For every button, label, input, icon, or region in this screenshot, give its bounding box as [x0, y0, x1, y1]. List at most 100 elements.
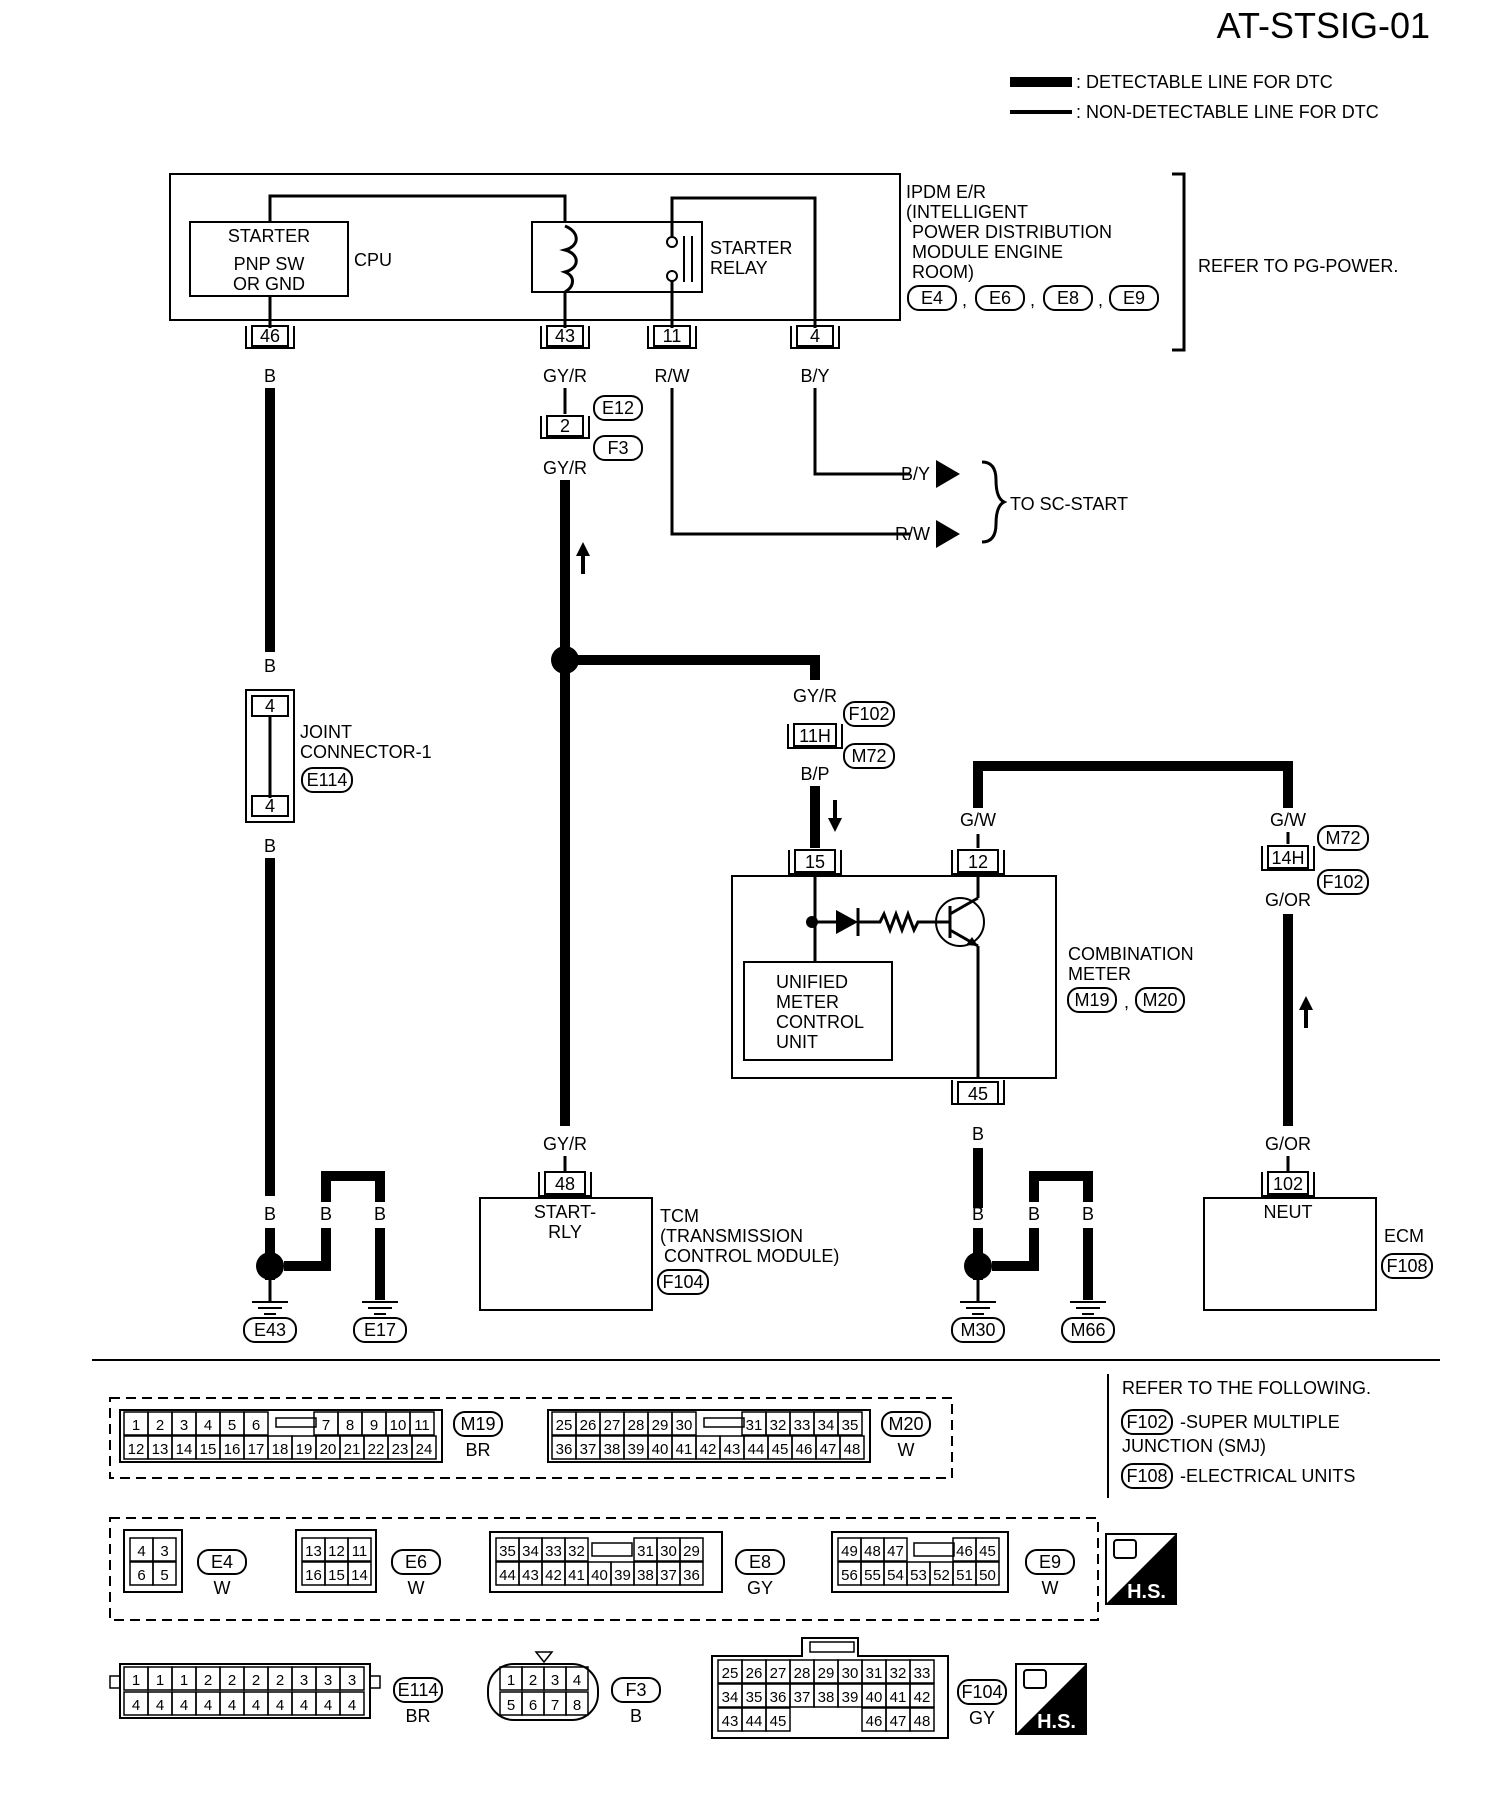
- e4-pin: 3: [160, 1543, 168, 1560]
- f104-pin: 40: [866, 1689, 883, 1706]
- svg-text:M72: M72: [1325, 828, 1360, 848]
- wire-11-color: R/W: [655, 366, 690, 386]
- m19-pin: 17: [248, 1441, 265, 1458]
- meter-connectors: M19 , M20: [1067, 987, 1185, 1013]
- m19-pin: 18: [272, 1441, 289, 1458]
- f104-pin: 37: [794, 1689, 811, 1706]
- connector-id: F3: [625, 1680, 646, 1700]
- tcm-pin-48: 48: [538, 1171, 592, 1197]
- svg-text:F102: F102: [1322, 872, 1363, 892]
- starter-line3: OR GND: [233, 274, 305, 294]
- left-ground-splice: [256, 1252, 284, 1280]
- e9-pin: 49: [841, 1543, 858, 1560]
- e9-pin: 55: [864, 1567, 881, 1584]
- f3-pin: 6: [529, 1697, 537, 1714]
- m19-pin: 11: [414, 1417, 430, 1434]
- f3-pin: 2: [529, 1672, 537, 1689]
- svg-text:46: 46: [260, 326, 280, 346]
- unified-meter-box: [743, 961, 893, 1061]
- m19-pin: 5: [228, 1417, 236, 1434]
- combination-line1: COMBINATION: [1068, 944, 1194, 964]
- wire-43-color: GY/R: [543, 366, 587, 386]
- svg-text:M20: M20: [1142, 990, 1177, 1010]
- refer-bracket: [1172, 172, 1186, 352]
- m19-pin: 10: [390, 1417, 407, 1434]
- unified-line4: UNIT: [776, 1032, 818, 1052]
- gyr-below-e12: GY/R: [543, 458, 587, 478]
- m20-pin: 48: [844, 1441, 861, 1458]
- connector-id: F104: [961, 1682, 1002, 1702]
- m19-pin: 19: [296, 1441, 313, 1458]
- m19-pin: 1: [132, 1417, 140, 1434]
- e43-connector: E43: [243, 1317, 297, 1343]
- e8-pin: 34: [522, 1543, 539, 1560]
- svg-text:43: 43: [555, 326, 575, 346]
- f104-pin: 29: [818, 1665, 835, 1682]
- e8-pin: 42: [545, 1567, 562, 1584]
- m19-pin: 15: [200, 1441, 217, 1458]
- m19-pin: 22: [368, 1441, 385, 1458]
- f104-pin: 45: [770, 1713, 787, 1730]
- e114-pin: 4: [228, 1697, 236, 1714]
- e114-pin: 4: [132, 1697, 140, 1714]
- ipdm-name-1: IPDM E/R: [906, 182, 986, 202]
- m30-connector: M30: [951, 1317, 1005, 1343]
- joint-b-top: B: [264, 656, 276, 676]
- connector-id: E9: [1039, 1552, 1061, 1572]
- m19-pin: 13: [152, 1441, 169, 1458]
- legend-nondetectable: : NON-DETECTABLE LINE FOR DTC: [1076, 102, 1379, 122]
- e17-connector: E17: [353, 1317, 407, 1343]
- e114-pin: 3: [324, 1672, 332, 1689]
- connector-color: BR: [465, 1440, 490, 1460]
- tcm-connector: F104: [657, 1269, 709, 1295]
- ecm-label: ECM: [1384, 1226, 1424, 1246]
- meter-b-label: B: [972, 1124, 984, 1144]
- ecm-box: [1203, 1197, 1377, 1311]
- left-ground-b2: B: [320, 1204, 332, 1224]
- starter-relay-box: [531, 221, 703, 293]
- ground-symbol-e17: [362, 1301, 398, 1315]
- svg-text:11H: 11H: [799, 726, 831, 746]
- svg-text:F108: F108: [1386, 1256, 1427, 1276]
- m20-pin: 47: [820, 1441, 837, 1458]
- ipdm-box: [169, 173, 901, 321]
- svg-text:14H: 14H: [1271, 848, 1304, 868]
- m19-pin: 7: [322, 1417, 330, 1434]
- hs-icon-top: H.S.: [1105, 1533, 1177, 1605]
- m20-pin: 39: [628, 1441, 645, 1458]
- svg-text:E8: E8: [1057, 288, 1079, 308]
- ipdm-pin-11: 11: [647, 325, 697, 349]
- e114-pin: 4: [324, 1697, 332, 1714]
- e114-pin: 1: [156, 1672, 164, 1689]
- ipdm-name-5: ROOM): [912, 262, 974, 282]
- f3-connector: F3: [593, 435, 643, 461]
- connector-id: E114: [398, 1680, 439, 1700]
- m20-pin: 25: [556, 1417, 573, 1434]
- f3-pin: 3: [551, 1672, 559, 1689]
- tcm-label-1: TCM: [660, 1206, 699, 1226]
- e8-pin: 37: [660, 1567, 677, 1584]
- e9-pin: 46: [956, 1543, 973, 1560]
- m19-pin: 16: [224, 1441, 241, 1458]
- ipdm-name-3: POWER DISTRIBUTION: [912, 222, 1112, 242]
- svg-text:F102: F102: [848, 704, 889, 724]
- m19-pin: 2: [156, 1417, 164, 1434]
- e8-pin: 30: [660, 1543, 677, 1560]
- f102-connector-a: F102: [843, 701, 895, 727]
- svg-text:45: 45: [968, 1084, 988, 1104]
- m19-pin: 8: [346, 1417, 354, 1434]
- svg-text:2: 2: [560, 416, 570, 436]
- e8-pin: 31: [637, 1543, 654, 1560]
- ipdm-pin-43: 43: [540, 325, 590, 349]
- e6-pin: 15: [328, 1567, 345, 1584]
- refer-title: REFER TO THE FOLLOWING.: [1122, 1378, 1371, 1398]
- m20-pin: 41: [676, 1441, 693, 1458]
- f104-pin: 47: [890, 1713, 907, 1730]
- refer-f102-text-1: -SUPER MULTIPLE: [1180, 1412, 1340, 1432]
- e8-pin: 29: [683, 1543, 700, 1560]
- m20-pin: 29: [652, 1417, 669, 1434]
- m20-pin: 42: [700, 1441, 717, 1458]
